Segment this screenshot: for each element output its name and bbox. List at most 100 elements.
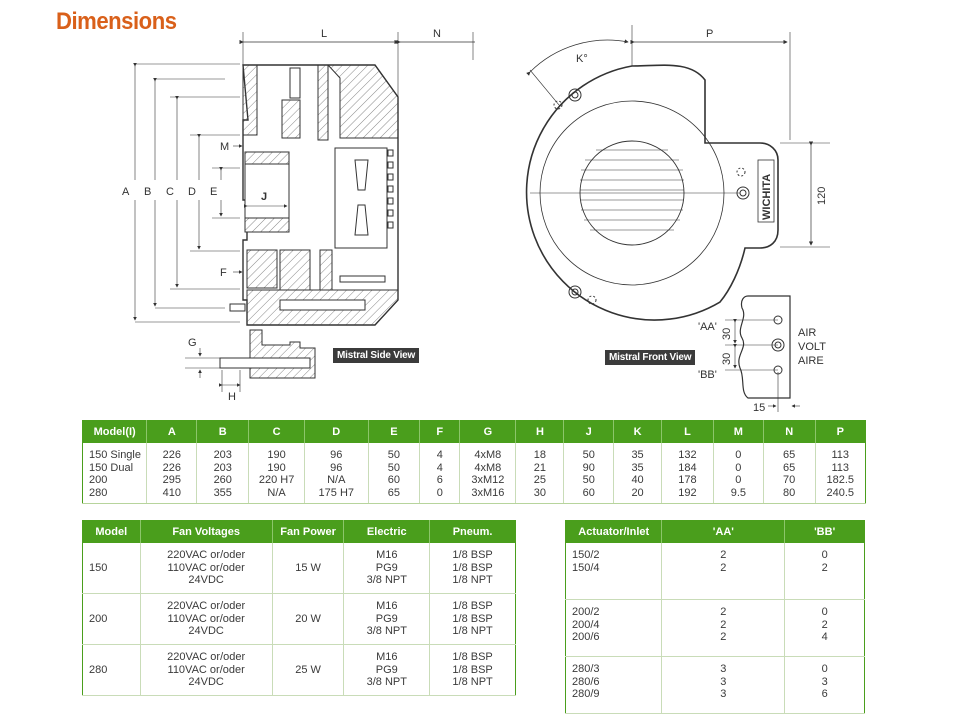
label-D: D (188, 186, 196, 198)
dimensions-header-4: D (304, 420, 369, 443)
label-30a: 30 (721, 328, 733, 340)
inlet-model-cell-line: 150/4 (572, 561, 600, 574)
inlet-header-1: 'AA' (661, 520, 785, 543)
dimensions-cell: 0 (735, 474, 742, 486)
label-120: 120 (816, 187, 828, 205)
label-volt: VOLT (798, 341, 826, 353)
bb-cell-line: 6 (821, 688, 828, 700)
aa-cell-line: 2 (720, 618, 727, 631)
label-air: AIR (798, 327, 816, 339)
side-view-labels: L N A B C D E J M F G H (122, 28, 441, 403)
dimensions-cell: 4 (436, 449, 443, 461)
fan-power-cell: 20 W (271, 593, 344, 645)
fan-model-cell: 280 (82, 644, 141, 696)
dimensions-cell: 182.5 (826, 474, 855, 486)
fan-voltages-cell-line: 110VAC or/oder (167, 561, 245, 574)
dimensions-header-13: N (762, 420, 816, 443)
dimensions-cell: 70 (783, 474, 796, 486)
dimensions-cell: 20 (631, 486, 644, 499)
electric-cell-line: M16 (376, 651, 398, 664)
label-P: P (706, 28, 713, 40)
fan-voltages-cell-line: 24VDC (188, 625, 224, 638)
label-15: 15 (753, 402, 765, 414)
fan-header-1: Fan Voltages (139, 520, 273, 543)
dimensions-header-7: G (459, 420, 516, 443)
dimensions-cell: 30 (533, 486, 547, 499)
dimensions-header-0: Model(I) (82, 420, 147, 443)
dimensions-cell: 96 (330, 449, 343, 461)
dimensions-cell: 240.5 (826, 486, 855, 499)
fan-voltages-cell-line: 220VAC or/oder (167, 651, 246, 664)
fan-voltages-cell-line: 220VAC or/oder (167, 549, 246, 562)
bb-cell-line: 0 (821, 606, 828, 618)
dimensions-cell: 4xM8 (474, 449, 502, 461)
dimensions-header-12: M (712, 420, 764, 443)
dimensions-cell: 190 (267, 461, 286, 474)
bb-cell-line: 2 (821, 561, 828, 574)
dimensions-cell: 192 (678, 486, 697, 499)
front-view-labels: P K° 120 WICHITA 'AA' 'BB' 30 30 15 AIR … (576, 28, 828, 414)
dimensions-cell: 25 (533, 474, 547, 486)
fan-model-cell: 150 (82, 543, 141, 594)
electric-cell-line: PG9 (375, 561, 398, 574)
electric-cell-line: M16 (376, 549, 398, 562)
fan-voltages-cell-line: 220VAC or/oder (167, 600, 246, 613)
dimensions-cell: 355 (213, 486, 232, 499)
label-L: L (321, 28, 327, 40)
label-K: K° (576, 53, 588, 65)
dimensions-cell: 113 (831, 449, 850, 461)
dimensions-cell: 280 (89, 486, 108, 499)
bb-cell-line: 0 (821, 549, 828, 561)
dimensions-cell: 0 (735, 461, 742, 474)
dimensions-cell: 96 (330, 461, 343, 474)
inlet-header-row: Actuator/Inlet'AA''BB' (565, 520, 865, 543)
dimensions-header-6: F (419, 420, 460, 443)
page-title: Dimensions (56, 8, 177, 35)
fan-header-0: Model (82, 520, 141, 543)
fan-model-cell: 200 (82, 593, 141, 645)
aa-cell-line: 3 (720, 675, 727, 688)
bb-cell-line: 3 (821, 675, 828, 688)
label-G: G (188, 337, 197, 349)
inlet-header-0: Actuator/Inlet (565, 520, 662, 543)
fan-power-cell: 15 W (271, 543, 344, 594)
pneum-cell-line: 1/8 BSP (452, 612, 493, 625)
fan-voltages-cell-line: 110VAC or/oder (167, 612, 245, 625)
fan-header-3: Electric (343, 520, 430, 543)
inlet-model-cell-line: 200/2 (572, 606, 600, 618)
dimensions-header-1: A (146, 420, 197, 443)
fan-voltages-cell-line: 24VDC (188, 574, 224, 587)
dimensions-cell: 203 (213, 449, 232, 461)
dimensions-cell: 150 Dual (89, 461, 134, 474)
dimensions-cell: 3xM12 (471, 474, 505, 486)
